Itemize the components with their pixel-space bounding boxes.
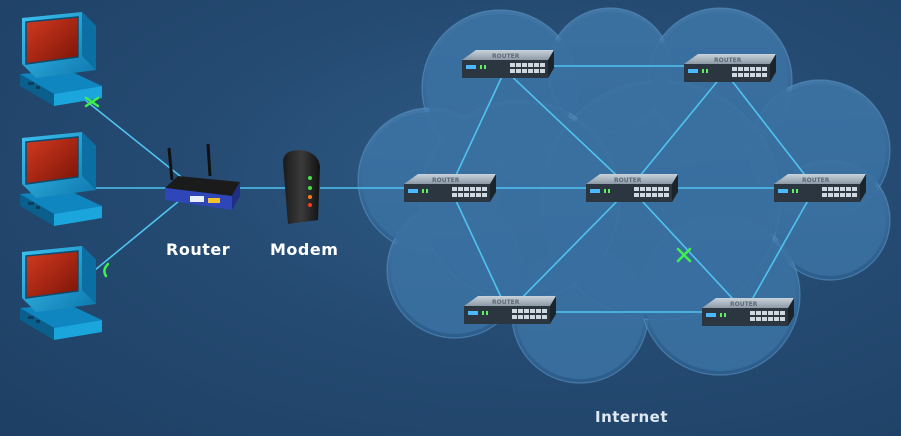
- link-computer-3-router: [94, 195, 186, 271]
- computer-1-icon: [19, 11, 103, 107]
- modem-label: Modem: [270, 240, 339, 259]
- link-r4-r6: [507, 187, 631, 313]
- link-r1-r4: [504, 69, 631, 189]
- link-r1-r3: [449, 69, 506, 189]
- internet-router-r3-caption: ROUTER: [432, 177, 460, 184]
- link-r3-r6: [449, 187, 509, 313]
- internet-router-r4-caption: ROUTER: [614, 177, 642, 184]
- internet-router-r7-caption: ROUTER: [730, 301, 758, 308]
- internet-label: Internet: [595, 408, 669, 426]
- link-computer-1-router: [84, 99, 186, 181]
- active-link-marker-icon: [103, 262, 110, 278]
- computer-3-icon: [19, 245, 103, 341]
- router-icon: [165, 143, 240, 210]
- internet-router-r5-caption: ROUTER: [802, 177, 830, 184]
- internet-router-r6-caption: ROUTER: [492, 299, 520, 306]
- modem-icon: [283, 150, 320, 224]
- link-r2-r5: [724, 71, 816, 189]
- internet-router-r1-caption: ROUTER: [492, 53, 520, 60]
- internet-router-r2-caption: ROUTER: [714, 57, 742, 64]
- active-link-marker-icon: [676, 247, 692, 263]
- active-link-marker-icon: [84, 96, 100, 108]
- link-r2-r4: [629, 71, 726, 189]
- computer-2-icon: [19, 131, 103, 227]
- link-r5-r7: [744, 187, 816, 313]
- router-label: Router: [166, 240, 231, 259]
